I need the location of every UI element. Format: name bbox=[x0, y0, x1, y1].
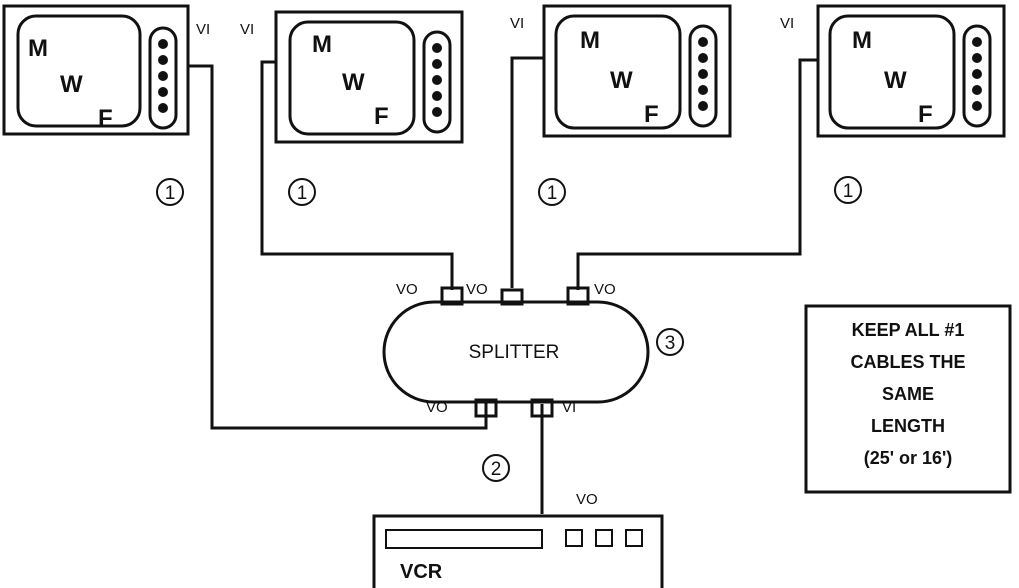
cable-1-monitor-3 bbox=[510, 56, 544, 288]
splitter-port-out-2 bbox=[500, 288, 524, 306]
svg-text:2: 2 bbox=[491, 459, 502, 480]
cable-1-marker-b: 1 bbox=[288, 178, 316, 206]
cable-length-note: KEEP ALL #1 CABLES THE SAME LENGTH (25' … bbox=[804, 304, 1012, 494]
note-line-3: SAME bbox=[882, 384, 934, 404]
monitor-3-input-label: VI bbox=[510, 15, 524, 32]
monitor-2-screen bbox=[288, 20, 416, 136]
monitor-4-letter-w: W bbox=[884, 67, 907, 94]
monitor-3-letter-m: M bbox=[580, 27, 600, 54]
vcr-button-2 bbox=[595, 529, 613, 547]
monitor-2-case bbox=[274, 10, 464, 144]
splitter-output-label-3: VO bbox=[594, 281, 616, 298]
splitter-body bbox=[382, 300, 650, 404]
monitor-3-letter-w: W bbox=[610, 67, 633, 94]
splitter-output-label-4: VO bbox=[426, 399, 448, 416]
monitor-4-letter-m: M bbox=[852, 27, 872, 54]
monitor-1-case bbox=[2, 4, 190, 136]
monitor-4-screen bbox=[828, 14, 956, 130]
cable-2-marker: 2 bbox=[482, 454, 510, 482]
cable-1-monitor-2 bbox=[260, 60, 454, 290]
vcr: VCR bbox=[372, 514, 664, 588]
vcr-button-3 bbox=[625, 529, 643, 547]
vcr-output-label: VO bbox=[576, 491, 598, 508]
splitter-output-label-1: VO bbox=[396, 281, 418, 298]
svg-text:1: 1 bbox=[843, 181, 854, 202]
monitor-1-letter-w: W bbox=[60, 71, 83, 98]
monitor-1-letter-m: M bbox=[28, 35, 48, 62]
cable-1-marker-d: 1 bbox=[834, 176, 862, 204]
svg-text:1: 1 bbox=[547, 183, 558, 204]
vcr-button-1 bbox=[565, 529, 583, 547]
splitter-input-label: VI bbox=[562, 399, 576, 416]
monitor-1-knobs bbox=[158, 39, 168, 113]
monitor-2-letter-f: F bbox=[374, 103, 389, 130]
note-box bbox=[804, 304, 1012, 494]
monitor-4-input-label: VI bbox=[780, 15, 794, 32]
monitor-1: M W F bbox=[2, 4, 190, 136]
monitor-4-control-strip bbox=[962, 24, 992, 128]
note-line-1: KEEP ALL #1 bbox=[852, 320, 965, 340]
monitor-4-knobs bbox=[972, 37, 982, 111]
svg-text:1: 1 bbox=[165, 183, 176, 204]
splitter-port-out-1 bbox=[440, 286, 464, 306]
monitor-3-control-strip bbox=[688, 24, 718, 128]
vcr-label: VCR bbox=[400, 561, 443, 583]
note-line-2: CABLES THE bbox=[850, 352, 965, 372]
splitter-label: SPLITTER bbox=[469, 342, 560, 363]
monitor-3-letter-f: F bbox=[644, 101, 659, 128]
splitter-marker: 3 bbox=[656, 328, 684, 356]
monitor-4-case bbox=[816, 4, 1006, 138]
monitor-2: M W F bbox=[274, 10, 464, 144]
splitter-port-out-3 bbox=[566, 286, 590, 306]
cable-1-monitor-4 bbox=[576, 58, 818, 290]
monitor-2-letter-w: W bbox=[342, 69, 365, 96]
splitter-port-out-4 bbox=[474, 398, 498, 418]
splitter-port-in bbox=[530, 398, 554, 418]
svg-text:1: 1 bbox=[297, 183, 308, 204]
vcr-case bbox=[372, 514, 664, 588]
cable-1-monitor-1 bbox=[188, 64, 488, 430]
monitor-1-input-label: VI bbox=[196, 21, 210, 38]
monitor-3: M W F bbox=[542, 4, 732, 138]
vcr-tape-slot bbox=[385, 529, 543, 549]
monitor-1-letter-f: F bbox=[98, 105, 113, 132]
monitor-1-control-strip bbox=[148, 26, 178, 130]
monitor-2-input-label: VI bbox=[240, 21, 254, 38]
splitter-output-label-2: VO bbox=[466, 281, 488, 298]
monitor-3-knobs bbox=[698, 37, 708, 111]
cable-1-marker-c: 1 bbox=[538, 178, 566, 206]
monitor-3-screen bbox=[554, 14, 682, 130]
monitor-2-letter-m: M bbox=[312, 31, 332, 58]
monitor-2-control-strip bbox=[422, 30, 452, 134]
monitor-3-case bbox=[542, 4, 732, 138]
monitor-1-screen bbox=[16, 14, 142, 128]
cable-1-marker-a: 1 bbox=[156, 178, 184, 206]
monitor-4: M W F bbox=[816, 4, 1006, 138]
svg-text:3: 3 bbox=[665, 333, 676, 354]
note-line-4: LENGTH bbox=[871, 416, 945, 436]
note-line-5: (25' or 16') bbox=[864, 448, 953, 468]
splitter: SPLITTER bbox=[382, 286, 650, 418]
monitor-2-knobs bbox=[432, 43, 442, 117]
monitor-4-letter-f: F bbox=[918, 101, 933, 128]
